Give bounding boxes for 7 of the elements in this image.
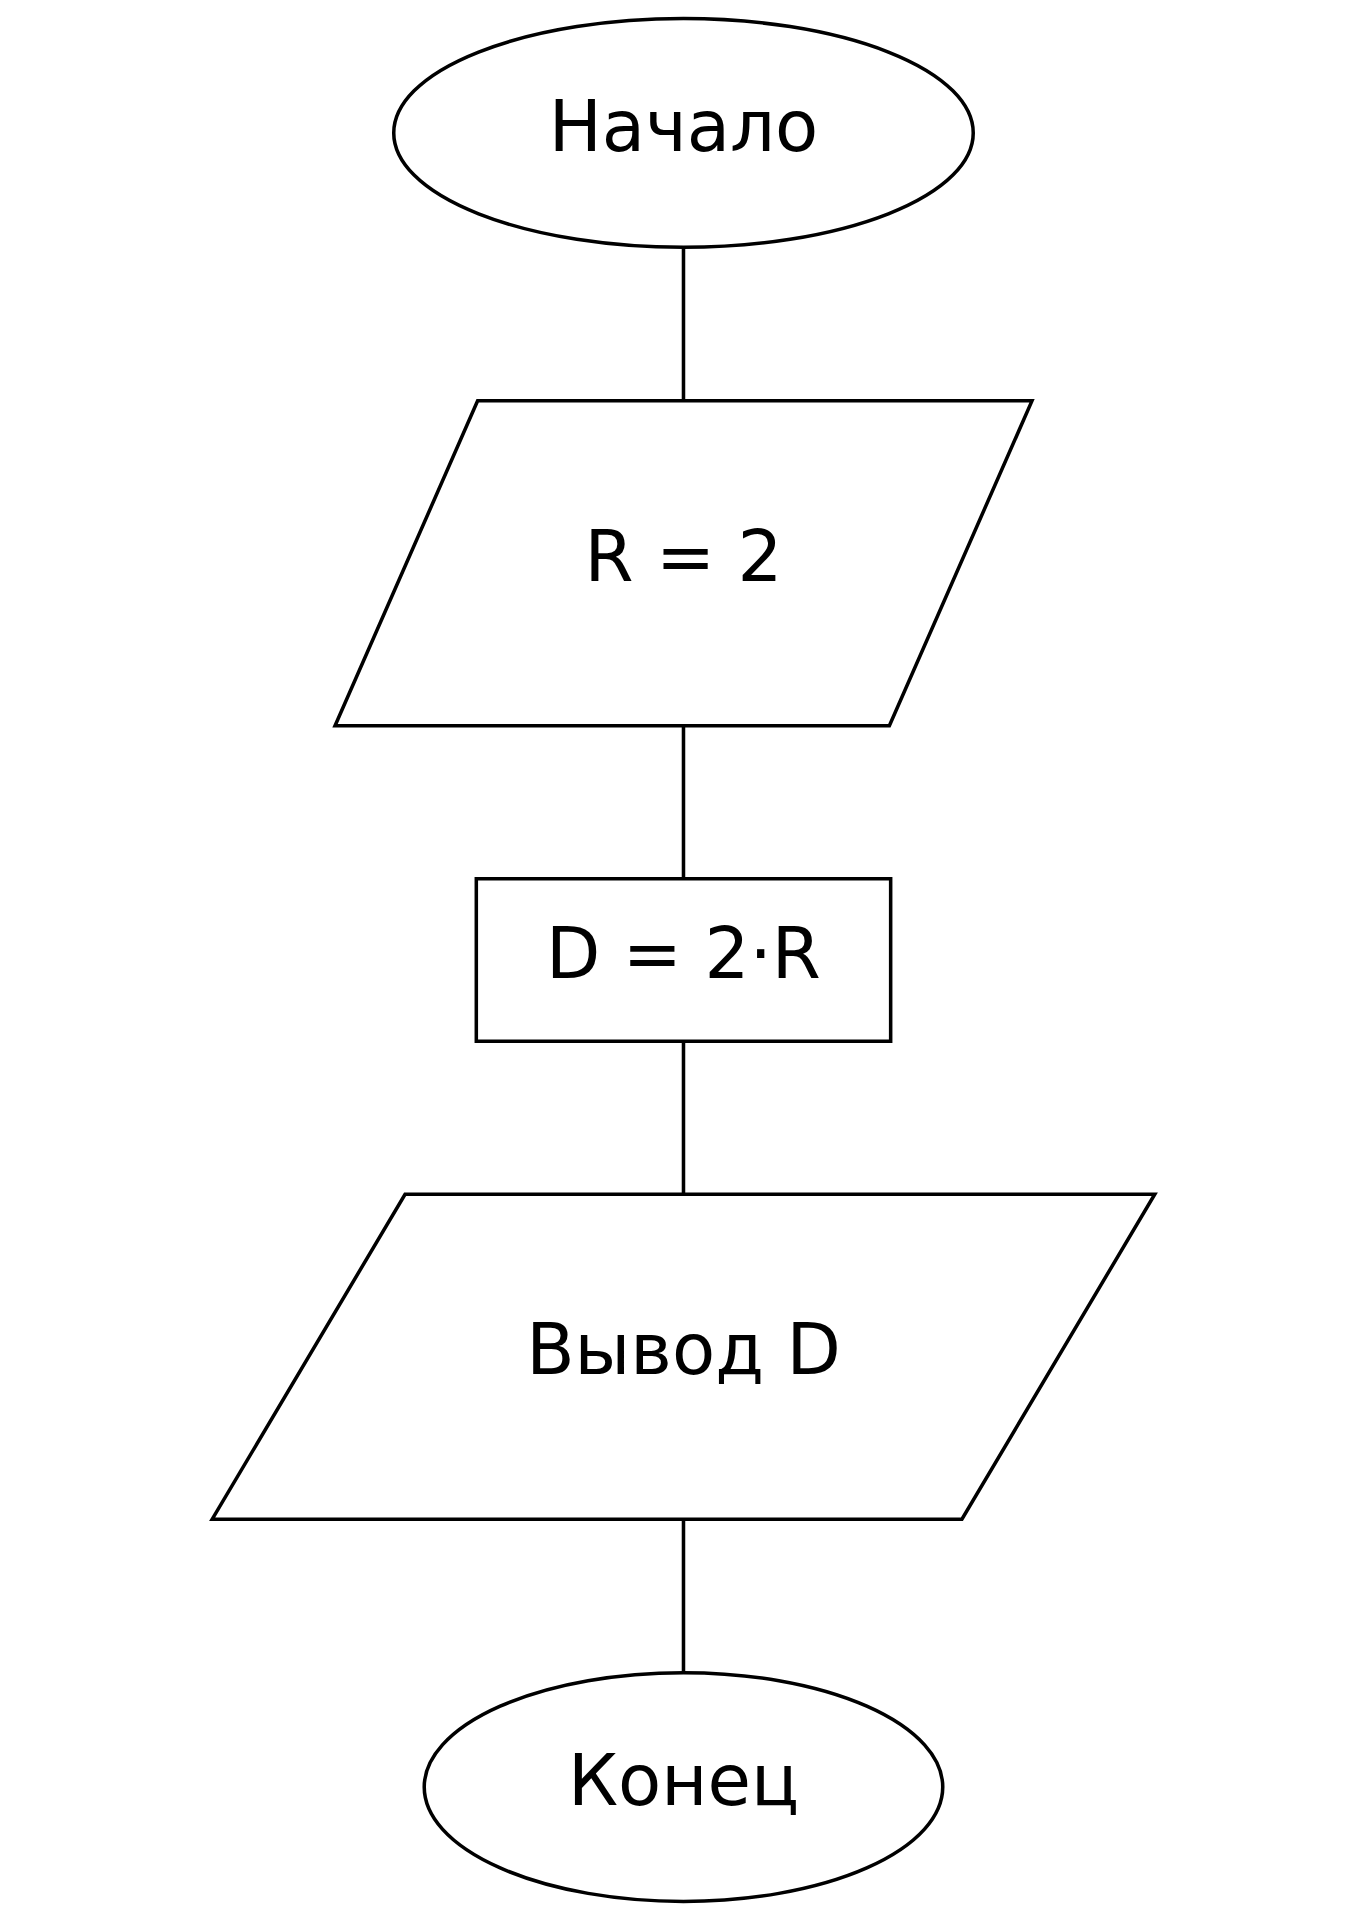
connector [681,1041,685,1195]
connector [681,248,685,401]
node-ellipse: Конец [421,1670,944,1904]
node-ellipse: Начало [391,16,975,250]
node-box: D = 2·R [474,877,892,1043]
connector [681,1519,685,1672]
connector [681,726,685,879]
